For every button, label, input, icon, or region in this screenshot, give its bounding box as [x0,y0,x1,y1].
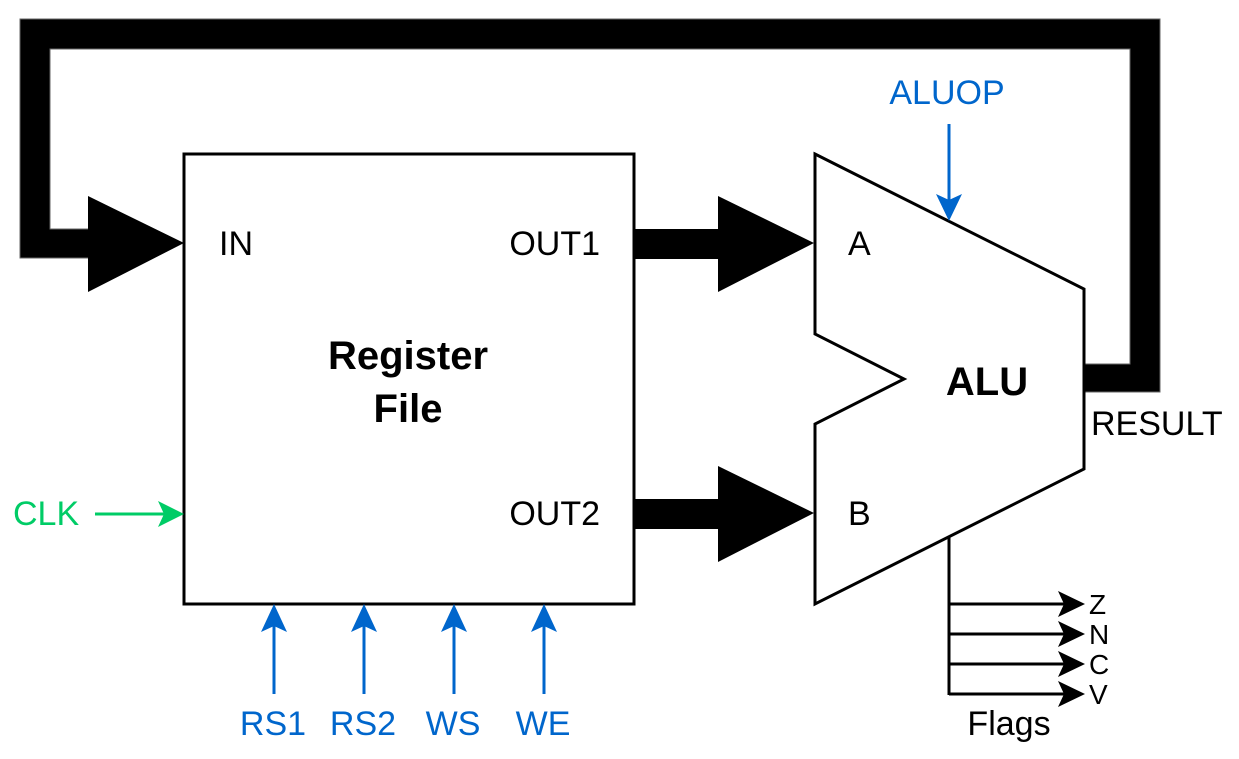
alu-input-a-label: A [848,225,871,263]
clk-arrowhead [158,501,184,527]
control-arrows [261,604,557,694]
in-bus-arrowhead [88,196,184,292]
flags-fanout [947,537,1085,707]
flags-label: Flags [967,705,1050,743]
rs2-label: RS2 [330,705,396,743]
register-file-box [182,152,636,606]
alu-title: ALU [946,360,1028,404]
register-file-title-line2: File [374,387,443,431]
flag-n-arrowhead [1058,621,1085,647]
flag-v-label: V [1089,679,1108,710]
flag-n-label: N [1089,619,1109,650]
alu-input-b-label: B [848,495,871,533]
rs2-arrowhead [351,604,377,632]
rs1-label: RS1 [240,705,306,743]
aluop-label: ALUOP [889,74,1004,112]
rs1-arrowhead [261,604,287,632]
register-file-title-line1: Register [328,334,488,378]
out2-bus-arrowhead [718,466,814,562]
flag-z-label: Z [1089,589,1106,620]
out1-bus [635,229,720,259]
alu-shape [813,151,1086,607]
we-arrowhead [531,604,557,632]
out1-bus-arrowhead [718,196,814,292]
port-out1-label: OUT1 [509,225,600,263]
result-label: RESULT [1091,405,1223,443]
flag-c-arrowhead [1058,651,1085,677]
we-label: WE [516,705,571,743]
port-in-label: IN [219,225,253,263]
clk-label: CLK [13,495,79,533]
flag-c-label: C [1089,649,1109,680]
aluop-arrowhead [936,194,962,221]
ws-arrowhead [441,604,467,632]
ws-label: WS [426,705,481,743]
out2-bus [635,499,720,529]
flag-v-arrowhead [1058,681,1085,707]
flag-z-arrowhead [1058,591,1085,617]
port-out2-label: OUT2 [509,495,600,533]
